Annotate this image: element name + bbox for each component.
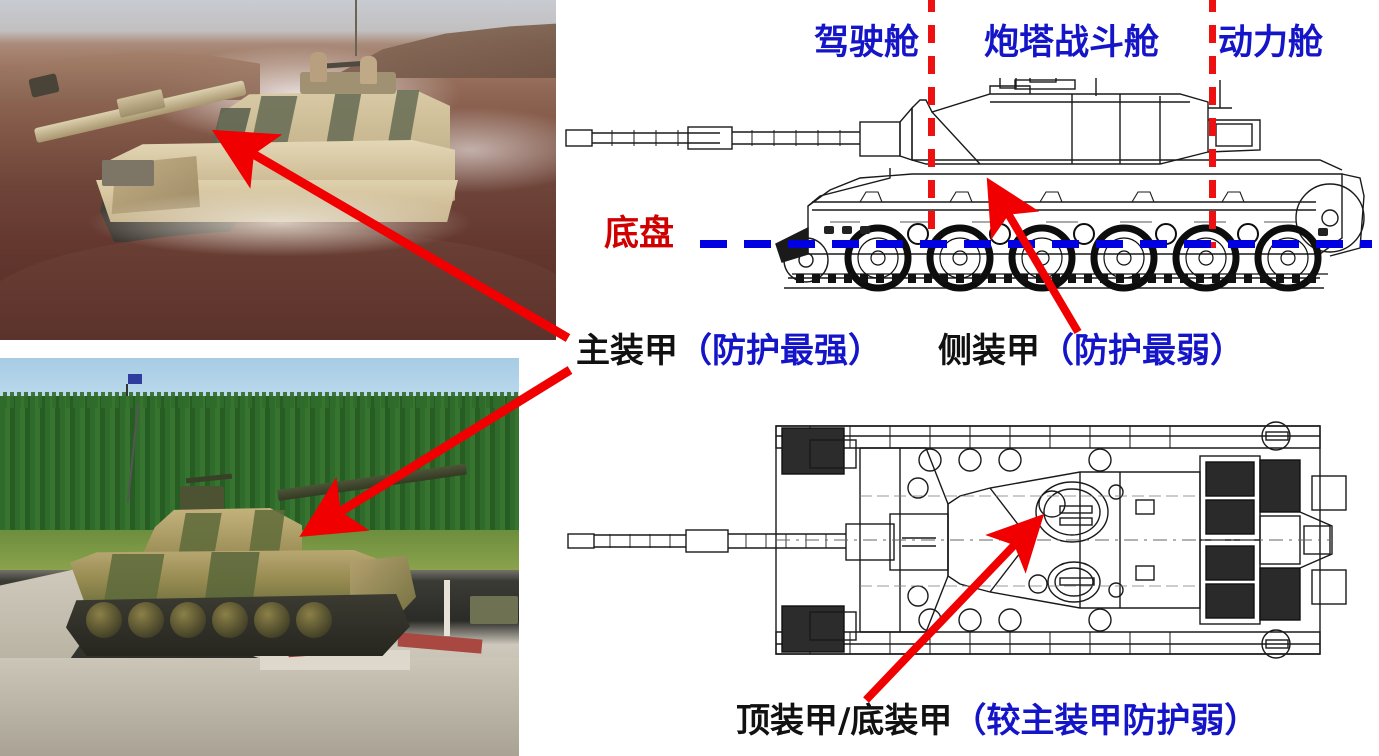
callout-side-armor-note: （防护最弱）: [1040, 331, 1244, 371]
road-wheel: [170, 602, 206, 638]
gravel-foreground: [0, 658, 519, 756]
camouflage-patch: [248, 510, 286, 554]
dust-cloud: [80, 188, 480, 258]
label-power-compartment: 动力舱: [1218, 22, 1324, 63]
front-stowage-box: [102, 160, 154, 186]
range-debris: [397, 632, 483, 654]
label-chassis: 底盘: [604, 213, 675, 254]
callout-top-bottom-armor-note: （较主装甲防护弱）: [952, 701, 1259, 741]
jumping-tank-photo: [0, 358, 519, 756]
callout-main-armor-name: 主装甲: [576, 331, 678, 371]
callout-main-armor-note: （防护最强）: [678, 331, 882, 371]
tank-side-view-drawing: [565, 78, 1365, 292]
callout-top-bottom-armor-name: 顶装甲/底装甲: [736, 701, 953, 741]
road-wheel: [212, 602, 248, 638]
crew-member: [360, 56, 377, 84]
chassis-baseline: [700, 240, 1372, 248]
road-wheel: [254, 602, 290, 638]
flag: [128, 374, 142, 384]
desert-tank-photo: [0, 0, 556, 340]
treetop-silhouette: [0, 392, 519, 408]
antenna: [355, 0, 357, 56]
label-driver-compartment: 驾驶舱: [814, 22, 920, 63]
road-wheel: [128, 602, 164, 638]
callout-side-armor-name: 侧装甲: [938, 331, 1040, 371]
camouflage-patch: [103, 554, 165, 604]
compartment-divider-driver-turret: [928, 0, 935, 248]
camouflage-patch: [204, 552, 260, 604]
callout-main-armor: 主装甲（防护最强）: [576, 334, 882, 368]
crew-member: [310, 52, 327, 82]
road-wheel: [86, 602, 122, 638]
callout-top-bottom-armor: 顶装甲/底装甲（较主装甲防护弱）: [736, 704, 1258, 738]
callout-side-armor: 侧装甲（防护最弱）: [938, 334, 1244, 368]
distant-vehicle: [470, 596, 518, 624]
tank-top-view-drawing: [567, 421, 1347, 659]
camouflage-patch: [178, 513, 222, 555]
range-marker-post: [444, 580, 450, 636]
commander-cupola: [180, 486, 224, 510]
road-wheel: [296, 602, 332, 638]
label-turret-compartment: 炮塔战斗舱: [984, 22, 1160, 63]
compartment-divider-turret-power: [1209, 0, 1216, 248]
